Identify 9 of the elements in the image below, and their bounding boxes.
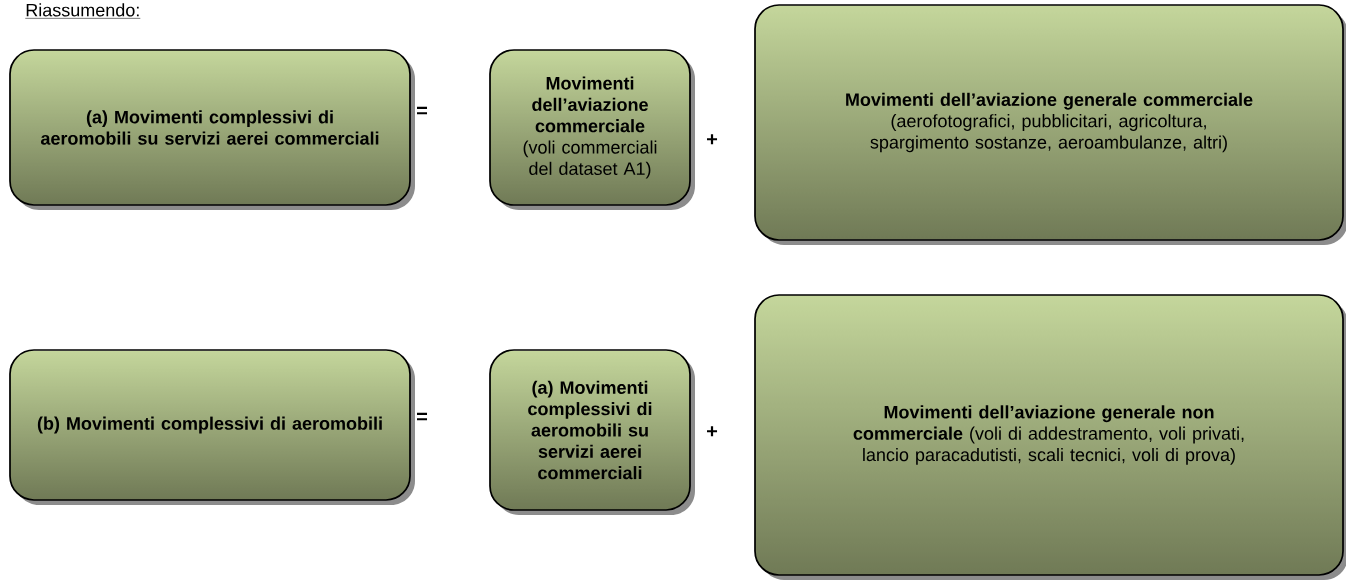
- operator-sign: +: [707, 134, 718, 145]
- rounded-box: (a) Movimenti complessivi di aeromobili su servizi aerei commerciali: [9, 49, 415, 210]
- heading: Riassumendo:: [25, 3, 141, 19]
- rounded-box: Movimenti dell’aviazione generale non commerciale (voli di addestramento, voli privati, lancio paracadutisti, scali tecnici, voli di prova): [754, 294, 1346, 580]
- rounded-box: Movimenti dell’aviazione generale commerciale (aerofotografici, pubblicitari, agricoltura, spargimento sostanze, aeroambulanze, altri): [754, 4, 1346, 245]
- rounded-box: (a) Movimenti complessivi di aeromobili su servizi aerei commerciali: [489, 349, 695, 515]
- rounded-box: (b) Movimenti complessivi di aeromobili: [9, 349, 415, 505]
- operator-sign: +: [707, 426, 718, 437]
- rounded-box: Movimenti dell’aviazione commerciale (voli commerciali del dataset A1): [489, 49, 695, 210]
